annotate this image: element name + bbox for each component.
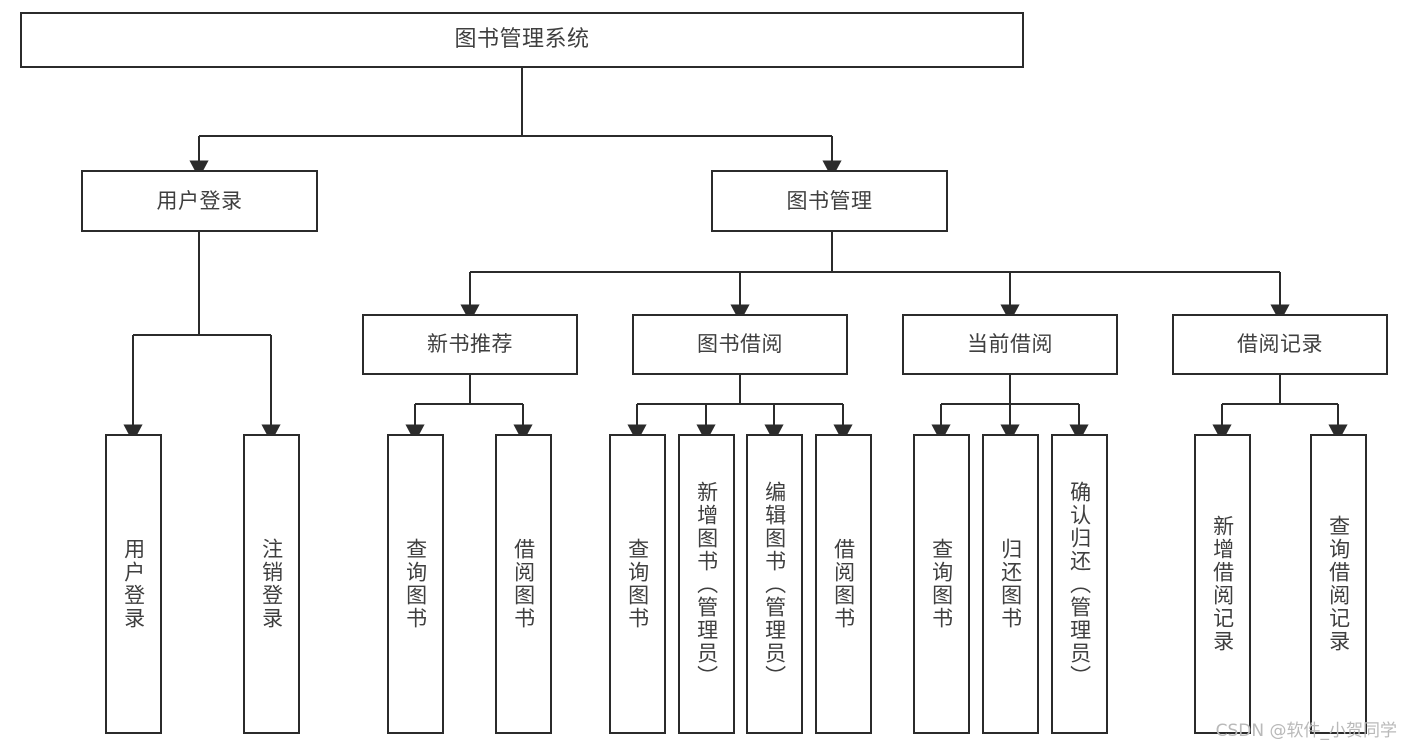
node-leaf-add-borrow-record[interactable]: 新增借阅记录 [1194,434,1251,734]
node-leaf-borrow-book-2[interactable]: 借阅图书 [815,434,872,734]
node-leaf-confirm-return-admin[interactable]: 确认归还（管理员） [1051,434,1108,734]
node-leaf-user-login-label: 用户登录 [121,538,146,630]
node-leaf-query-borrow-record[interactable]: 查询借阅记录 [1310,434,1367,734]
node-leaf-query-book-2[interactable]: 查询图书 [609,434,666,734]
node-leaf-return-book-label: 归还图书 [998,538,1023,630]
node-leaf-borrow-book-1[interactable]: 借阅图书 [495,434,552,734]
node-leaf-query-book-3[interactable]: 查询图书 [913,434,970,734]
node-leaf-logout[interactable]: 注销登录 [243,434,300,734]
node-current-borrow-label: 当前借阅 [967,332,1053,357]
node-leaf-edit-book-admin[interactable]: 编辑图书（管理员） [746,434,803,734]
node-borrow-record[interactable]: 借阅记录 [1172,314,1388,375]
node-leaf-return-book[interactable]: 归还图书 [982,434,1039,734]
node-leaf-add-book-admin[interactable]: 新增图书（管理员） [678,434,735,734]
node-leaf-query-book-2-label: 查询图书 [625,538,650,630]
node-leaf-query-borrow-record-label: 查询借阅记录 [1326,515,1351,653]
node-leaf-logout-label: 注销登录 [259,538,284,630]
node-borrow-record-label: 借阅记录 [1237,332,1323,357]
node-root-system-label: 图书管理系统 [454,27,590,53]
node-user-login-label: 用户登录 [156,188,243,213]
node-book-manage[interactable]: 图书管理 [711,170,948,232]
node-leaf-borrow-book-2-label: 借阅图书 [831,538,856,630]
node-leaf-query-book-1[interactable]: 查询图书 [387,434,444,734]
node-book-borrow[interactable]: 图书借阅 [632,314,848,375]
node-book-manage-label: 图书管理 [786,188,873,213]
node-new-book-recommend[interactable]: 新书推荐 [362,314,578,375]
node-leaf-add-borrow-record-label: 新增借阅记录 [1210,515,1235,653]
node-leaf-query-book-1-label: 查询图书 [403,538,428,630]
node-user-login[interactable]: 用户登录 [81,170,318,232]
node-root-system[interactable]: 图书管理系统 [20,12,1024,68]
node-leaf-edit-book-admin-label: 编辑图书（管理员） [762,480,787,688]
node-leaf-query-book-3-label: 查询图书 [929,538,954,630]
node-leaf-confirm-return-admin-label: 确认归还（管理员） [1067,480,1092,688]
node-book-borrow-label: 图书借阅 [697,332,783,357]
node-leaf-user-login[interactable]: 用户登录 [105,434,162,734]
node-current-borrow[interactable]: 当前借阅 [902,314,1118,375]
watermark-text: CSDN @软件_小贺同学 [1215,721,1397,741]
node-leaf-add-book-admin-label: 新增图书（管理员） [694,480,719,688]
node-new-book-recommend-label: 新书推荐 [427,332,513,357]
node-leaf-borrow-book-1-label: 借阅图书 [511,538,536,630]
